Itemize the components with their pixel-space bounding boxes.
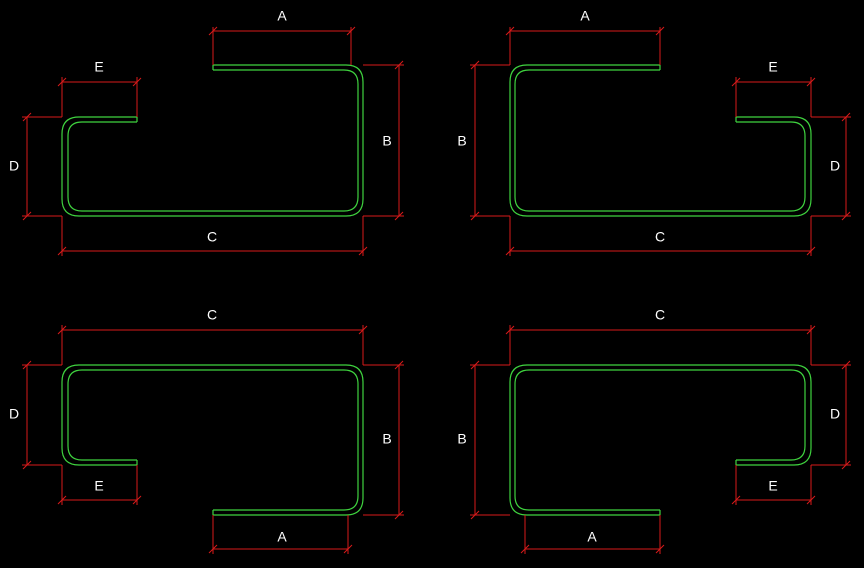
bar-end-caps <box>136 65 214 122</box>
shape-bottom-left: C D B E A <box>9 307 404 554</box>
bar-end-caps <box>659 65 737 122</box>
dimension-a: A <box>208 515 353 554</box>
dimension-label-a: A <box>580 8 590 24</box>
dimension-d: D <box>811 360 851 470</box>
dimension-label-a: A <box>587 529 597 545</box>
dimension-label-a: A <box>277 529 287 545</box>
shape-bottom-right: C B D E A <box>457 307 851 554</box>
dimension-label-d: D <box>9 406 19 422</box>
dimension-label-e: E <box>768 478 777 494</box>
dimension-b: B <box>363 360 404 520</box>
dimension-b: B <box>363 60 404 221</box>
shape-top-right: A B C D E <box>457 8 851 256</box>
dimension-c: C <box>57 216 368 256</box>
dimension-b: B <box>457 360 510 520</box>
dimension-e: E <box>57 59 142 117</box>
dimension-e: E <box>57 465 142 505</box>
dimension-label-c: C <box>207 307 217 323</box>
bar-outline-outer <box>61 364 364 516</box>
dimension-label-c: C <box>655 229 665 245</box>
dimension-label-e: E <box>94 478 103 494</box>
dimension-d: D <box>9 112 62 221</box>
dimension-c: C <box>57 307 368 365</box>
dimension-c: C <box>505 307 816 365</box>
dimension-e: E <box>731 59 816 117</box>
bar-outline-inner <box>67 369 359 511</box>
dimension-b: B <box>457 60 510 221</box>
dimension-e: E <box>731 465 816 505</box>
dimension-label-e: E <box>768 59 777 75</box>
dimension-c: C <box>505 216 816 256</box>
dimension-label-b: B <box>382 133 391 149</box>
dimension-label-e: E <box>94 59 103 75</box>
dimension-a: A <box>505 8 665 65</box>
bar-outline-outer <box>509 364 812 516</box>
bar-outline-inner <box>514 69 806 212</box>
dimension-label-d: D <box>830 406 840 422</box>
bar-outline-inner <box>67 69 359 212</box>
dimension-label-b: B <box>457 431 466 447</box>
shape-top-left: A B C D E <box>9 8 404 256</box>
bar-outline-inner <box>514 369 806 511</box>
dimension-a: A <box>208 8 356 65</box>
dimension-label-d: D <box>9 158 19 174</box>
dimension-d: D <box>811 112 851 221</box>
dimension-label-d: D <box>830 158 840 174</box>
bar-end-caps <box>136 460 214 515</box>
dimension-label-c: C <box>655 307 665 323</box>
dimension-label-a: A <box>277 8 287 24</box>
dimension-label-c: C <box>207 229 217 245</box>
bar-outline-outer <box>61 64 364 217</box>
bar-outline-outer <box>509 64 812 217</box>
dimension-label-b: B <box>382 431 391 447</box>
dimension-label-b: B <box>457 133 466 149</box>
dimension-d: D <box>9 360 62 470</box>
dimension-a: A <box>520 515 665 554</box>
bar-end-caps <box>659 460 737 515</box>
